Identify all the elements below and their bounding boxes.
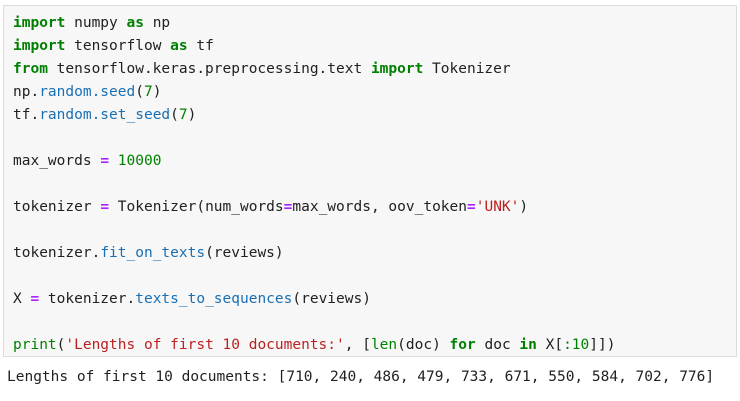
imported-name: Tokenizer: [423, 61, 511, 77]
variable-name: tokenizer: [13, 199, 101, 215]
space: [109, 153, 118, 169]
builtin-len: len: [370, 337, 398, 353]
code-line-4: np.random.seed(7): [13, 81, 736, 104]
string-literal: 'UNK': [475, 199, 520, 215]
code-line-10: print('Lengths of first 10 documents:', …: [13, 334, 736, 357]
variable-name: X: [13, 291, 31, 307]
attribute-name: random.set_seed: [39, 107, 171, 123]
keyword-import: import: [13, 38, 66, 54]
attribute-name: fit_on_texts: [100, 245, 206, 261]
keyword-as: as: [126, 15, 144, 31]
module-name: tensorflow: [65, 38, 171, 54]
builtin-print: print: [13, 337, 57, 353]
keyword-in: in: [519, 337, 537, 353]
code-line-1: import numpy as np: [13, 12, 736, 35]
code-line-8: tokenizer.fit_on_texts(reviews): [13, 242, 736, 265]
call-expression: Tokenizer(num_words: [109, 199, 284, 215]
operator: =: [100, 199, 110, 215]
paren: ): [152, 84, 162, 100]
code-line-6: max_words = 10000: [13, 150, 736, 173]
punctuation: , [: [344, 337, 371, 353]
object-name: tokenizer.: [39, 291, 136, 307]
blank-line: [13, 127, 736, 150]
operator: =: [467, 199, 476, 215]
code-cell[interactable]: import numpy as np import tensorflow as …: [3, 5, 737, 357]
number-literal: 7: [178, 107, 188, 123]
arguments: (doc): [397, 337, 450, 353]
paren: ): [187, 107, 197, 123]
keyword-from: from: [13, 61, 48, 77]
keyword-as: as: [170, 38, 188, 54]
keyword-import: import: [370, 61, 424, 77]
object-name: tokenizer.: [13, 245, 101, 261]
operator: =: [30, 291, 40, 307]
punctuation: ]]): [589, 337, 616, 353]
paren: (: [56, 337, 66, 353]
object-name: tf.: [13, 107, 40, 123]
module-name: numpy: [65, 15, 127, 31]
attribute-name: random.seed: [39, 84, 136, 100]
paren: (: [170, 107, 179, 123]
variable-name: max_words: [13, 153, 101, 169]
slice-literal: :10: [563, 337, 590, 353]
operator: =: [100, 153, 110, 169]
keyword-import: import: [13, 15, 66, 31]
blank-line: [13, 265, 736, 288]
blank-line: [13, 173, 736, 196]
loop-variable: doc: [475, 337, 520, 353]
paren: (: [135, 84, 144, 100]
number-literal: 7: [143, 84, 153, 100]
code-line-7: tokenizer = Tokenizer(num_words=max_word…: [13, 196, 736, 219]
blank-line: [13, 311, 736, 334]
string-literal: 'Lengths of first 10 documents:': [65, 337, 345, 353]
arguments: (reviews): [205, 245, 284, 261]
code-line-9: X = tokenizer.texts_to_sequences(reviews…: [13, 288, 736, 311]
object-name: np.: [13, 84, 40, 100]
code-line-5: tf.random.set_seed(7): [13, 104, 736, 127]
paren: ): [519, 199, 529, 215]
module-path: tensorflow.keras.preprocessing.text: [47, 61, 371, 77]
operator: =: [283, 199, 293, 215]
cell-output: Lengths of first 10 documents: [710, 240…: [7, 369, 715, 385]
arguments: max_words, oov_token: [292, 199, 467, 215]
number-literal: 10000: [117, 153, 162, 169]
attribute-name: texts_to_sequences: [135, 291, 293, 307]
code-line-2: import tensorflow as tf: [13, 35, 736, 58]
arguments: (reviews): [292, 291, 371, 307]
module-alias: tf: [187, 38, 214, 54]
keyword-for: for: [449, 337, 476, 353]
variable-name: X[: [536, 337, 564, 353]
module-alias: np: [143, 15, 171, 31]
code-line-3: from tensorflow.keras.preprocessing.text…: [13, 58, 736, 81]
blank-line: [13, 219, 736, 242]
